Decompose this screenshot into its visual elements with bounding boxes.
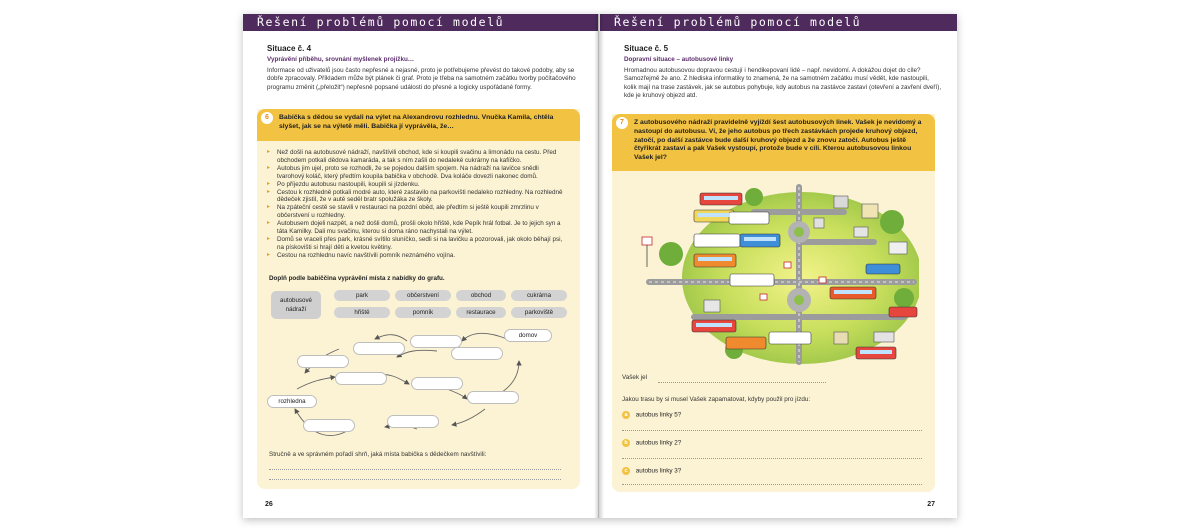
summary-question: Stručně a ve správném pořadí shrň, jaká … — [269, 451, 487, 458]
option-letter: a — [622, 411, 630, 419]
task-6-header: Babička s dědou se vydali na výlet na Al… — [257, 109, 580, 141]
option-c: c autobus linky 3? — [622, 467, 681, 475]
page-header: Řešení problémů pomocí modelů — [600, 14, 957, 31]
option-text: autobus linky 5? — [635, 411, 682, 419]
answer-line[interactable] — [622, 430, 922, 431]
graph-node-lookout: rozhledna — [267, 395, 317, 408]
graph-node[interactable] — [411, 377, 463, 390]
answer-label-text: Vašek jel — [622, 374, 648, 381]
option-b: b autobus linky 2? — [622, 439, 681, 447]
page-number: 27 — [927, 501, 935, 508]
graph-node[interactable] — [297, 355, 349, 368]
place-chip-shop[interactable]: obchod — [456, 290, 506, 301]
route-question: Jakou trasu by si musel Vašek zapamatova… — [622, 396, 811, 403]
place-chip-pastry-shop[interactable]: cukrárna — [511, 290, 567, 301]
open-workbook: Řešení problémů pomocí modelů Situace č.… — [243, 14, 957, 518]
option-text: autobus linky 2? — [635, 439, 682, 447]
option-letter: b — [622, 439, 630, 447]
answer-line[interactable] — [269, 479, 561, 480]
book-spine — [594, 14, 604, 518]
situation-title: Situace č. 4 — [267, 44, 312, 53]
page-header: Řešení problémů pomocí modelů — [243, 14, 598, 31]
task-6-box: Babička s dědou se vydali na výlet na Al… — [257, 109, 580, 489]
option-letter: c — [622, 467, 630, 475]
place-chip-bus-station[interactable]: autobusové nádraží — [271, 291, 321, 319]
story-bullet: Autobusem dojeli nazpět, a než došli dom… — [267, 220, 567, 236]
answer-line[interactable] — [622, 484, 922, 485]
story-bullets: Než došli na autobusové nádraží, navštív… — [267, 149, 567, 260]
place-chip-park[interactable]: park — [334, 290, 390, 301]
place-chip-parking[interactable]: parkoviště — [511, 307, 567, 318]
answer-label: Vašek jel — [622, 374, 647, 381]
place-chip-monument[interactable]: pomník — [395, 307, 451, 318]
task-question: Babička s dědou se vydali na výlet na Al… — [279, 114, 554, 130]
task-7-header: Z autobusového nádraží pravidelně vyjížd… — [612, 114, 935, 171]
situation-title: Situace č. 5 — [624, 44, 669, 53]
option-text: autobus linky 3? — [635, 467, 682, 475]
graph-node[interactable] — [410, 335, 462, 348]
task-number-badge: 7 — [616, 117, 628, 129]
task-number-badge: 6 — [261, 112, 273, 124]
graph-node[interactable] — [467, 391, 519, 404]
story-bullet: Po příjezdu autobusu nastoupili, koupili… — [267, 181, 567, 189]
graph-node[interactable] — [451, 347, 503, 360]
story-bullet: Autobus jim ujel, proto se rozhodli, že … — [267, 165, 567, 181]
place-chip-refreshment[interactable]: občerstvení — [395, 290, 451, 301]
intro-text: Hromadnou autobusovou dopravou cestují i… — [624, 67, 942, 100]
task-7-box: Z autobusového nádraží pravidelně vyjížd… — [612, 114, 935, 492]
story-bullet: Než došli na autobusové nádraží, navštív… — [267, 149, 567, 165]
graph-node[interactable] — [303, 419, 355, 432]
graph-node-home: domov — [504, 329, 552, 342]
page-26: Řešení problémů pomocí modelů Situace č.… — [243, 14, 599, 518]
intro-text: Informace od uživatelů jsou často nepřes… — [267, 67, 576, 91]
situation-subtitle: Dopravní situace – autobusové linky — [624, 56, 734, 63]
place-chip-restaurant[interactable]: restaurace — [456, 307, 506, 318]
situation-subtitle: Vyprávění příběhu, srovnání myšlenek pro… — [267, 56, 415, 63]
page-27: Řešení problémů pomocí modelů Situace č.… — [600, 14, 957, 518]
story-bullet: Na zpáteční cestě se stavili v restaurac… — [267, 204, 567, 220]
graph-instruction: Doplň podle babiččina vyprávění místa z … — [269, 275, 445, 282]
answer-line[interactable] — [269, 469, 561, 470]
story-bullet: Cestou k rozhledně potkali modré auto, k… — [267, 189, 567, 205]
graph-node[interactable] — [387, 415, 439, 428]
answer-line[interactable] — [658, 382, 826, 383]
graph-node[interactable] — [353, 342, 405, 355]
graph-node[interactable] — [335, 372, 387, 385]
answer-line[interactable] — [622, 458, 922, 459]
option-a: a autobus linky 5? — [622, 411, 681, 419]
page-number: 26 — [265, 501, 273, 508]
bus-network-illustration — [641, 184, 919, 365]
story-bullet: Cestou na rozhlednu navíc navštívili pom… — [267, 252, 567, 260]
place-chip-playground[interactable]: hřiště — [334, 307, 390, 318]
story-bullet: Domů se vraceli přes park, krásné svítil… — [267, 236, 567, 252]
task-question: Z autobusového nádraží pravidelně vyjížd… — [634, 119, 922, 162]
